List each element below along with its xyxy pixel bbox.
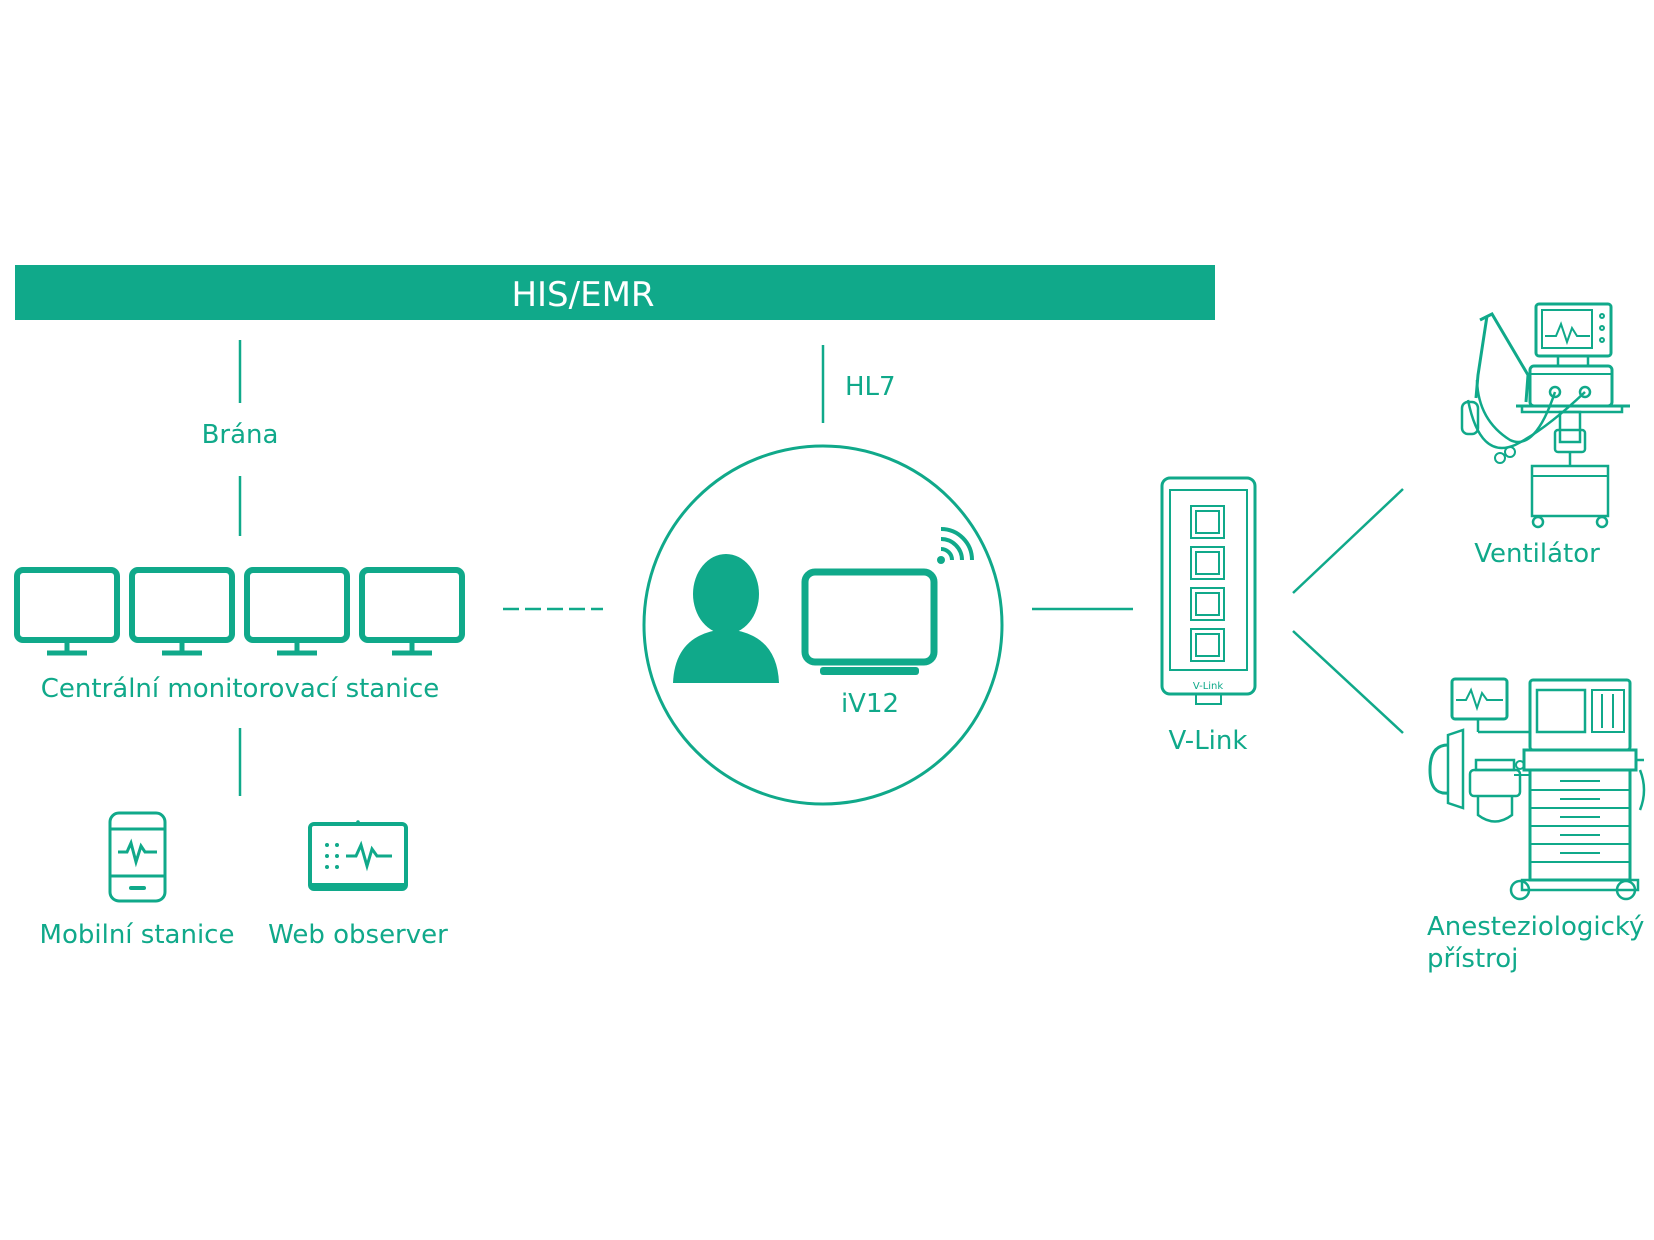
- central-station-label: Centrální monitorovací stanice: [41, 674, 439, 704]
- vlink-to-ventilator-link: [1292, 488, 1404, 594]
- tablet-monitor-icon: [801, 568, 938, 675]
- his-emr-label: HIS/EMR: [511, 275, 654, 315]
- mobile-station-label: Mobilní stanice: [40, 920, 235, 950]
- his-emr-bar: HIS/EMR: [15, 265, 1215, 320]
- vlink-device: V-Link V-Link: [1160, 476, 1257, 756]
- monitor-icon: [14, 567, 120, 656]
- ventilator: Ventilátor: [1460, 302, 1630, 569]
- web-observer: Web observer: [268, 820, 448, 950]
- mobile-phone-icon: [108, 811, 167, 903]
- hl7-label: HL7: [845, 372, 896, 402]
- ventilator-label: Ventilátor: [1474, 539, 1600, 569]
- vlink-device-text: V-Link: [1193, 681, 1224, 692]
- monitor-icon: [129, 567, 235, 656]
- wifi-icon: [937, 527, 974, 564]
- anesthesia-label-line1: Anesteziologický: [1427, 912, 1644, 942]
- anesthesia-machine: Anesteziologický přístroj: [1427, 677, 1646, 974]
- web-observer-label: Web observer: [268, 920, 448, 950]
- ventilator-icon: [1460, 302, 1630, 529]
- iv12-hub: iV12: [642, 444, 1004, 806]
- gateway-connector: Brána: [202, 340, 279, 536]
- central-station: Centrální monitorovací stanice: [14, 567, 465, 704]
- monitor-icon: [244, 567, 350, 656]
- mobile-station: Mobilní stanice: [40, 811, 235, 950]
- gateway-label: Brána: [202, 420, 279, 450]
- person-icon: [673, 554, 779, 683]
- anesthesia-label-line2: přístroj: [1427, 944, 1518, 974]
- vlink-label: V-Link: [1169, 726, 1248, 756]
- hl7-connector: HL7: [821, 345, 896, 423]
- web-browser-icon: [308, 820, 408, 891]
- anesthesia-machine-icon: [1428, 677, 1646, 901]
- vlink-device-icon: V-Link: [1160, 476, 1257, 705]
- iv12-label: iV12: [841, 689, 899, 719]
- vlink-to-anesthesia-link: [1292, 630, 1404, 734]
- monitor-icon: [359, 567, 465, 656]
